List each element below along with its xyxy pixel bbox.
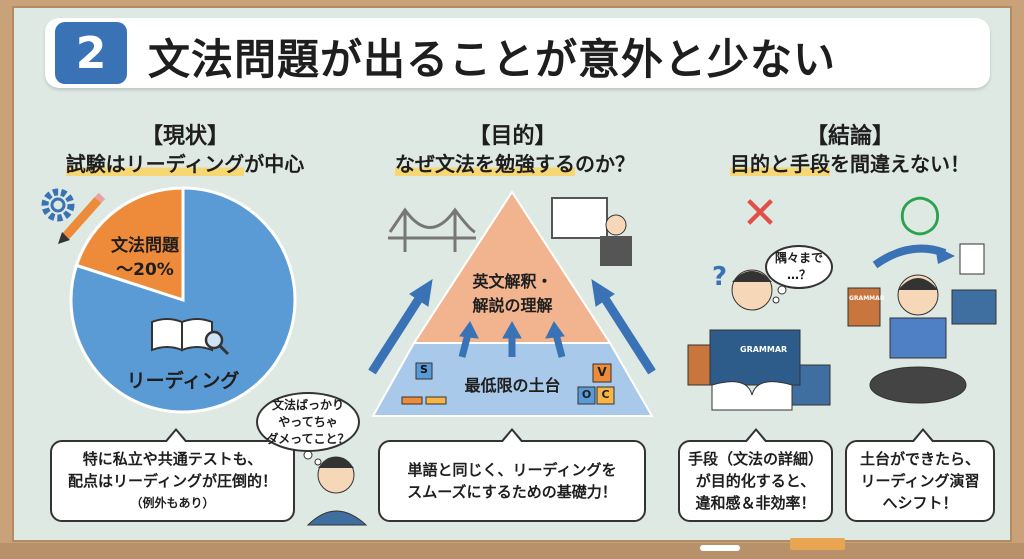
book-magnifier-icon (151, 318, 230, 356)
student-calm-illustration (847, 243, 997, 404)
pie-slice-0 (74, 186, 185, 303)
block-v: V (597, 365, 607, 379)
teacher-whiteboard-icon (551, 197, 632, 266)
marker (700, 545, 740, 551)
section-subheading-conclusion: 目的と手段を間違えない！ (730, 152, 970, 176)
explanation-bubble-current: 特に私立や共通テストも、 配点はリーディングが圧倒的！ （例外もあり） (50, 428, 295, 522)
svoc-blocks (401, 362, 615, 405)
student-stressed-illustration (687, 269, 831, 411)
grammar-book-title-good: GRAMMAR (849, 295, 885, 302)
thought-bubble-conclusion: 隅々まで …？ (765, 245, 833, 289)
title-bar (45, 18, 990, 88)
grammar-book-title: GRAMMAR (740, 345, 788, 354)
pie-label-grammar: 文法問題〜20% (111, 236, 179, 280)
explanation-bubble-good: 土台ができたら、 リーディング演習 へシフト！ (845, 428, 995, 522)
circle-mark-icon: ○ (898, 183, 942, 241)
pie-label-reading: リーディング (126, 370, 240, 392)
marker-tray (0, 543, 1024, 559)
section-subheading-current: 試験はリーディングが中心 (65, 152, 305, 176)
explanation-bubble-bad: 手段（文法の詳細） が目的化すると、 違和感＆非効率！ (678, 428, 833, 522)
block-o: O (581, 388, 592, 401)
block-s: S (420, 363, 428, 376)
pyramid-top-label: 英文解釈・解説の理解 (472, 272, 553, 315)
section-heading-purpose: 【目的】 (468, 124, 557, 149)
pie-slice-1 (69, 186, 297, 414)
pencil-icon (58, 192, 106, 244)
page-title: 文法問題が出ることが意外と少ない (148, 35, 837, 84)
thinking-man-illustration (306, 456, 368, 526)
block-c: C (601, 388, 610, 401)
section-heading-conclusion: 【結論】 (805, 124, 894, 149)
question-mark-icon: ? (712, 262, 727, 292)
pie-chart (69, 186, 297, 414)
bridge-icon (388, 207, 476, 252)
eraser (790, 538, 845, 550)
pyramid-base-label: 最低限の土台 (464, 376, 561, 395)
section-subheading-purpose: なぜ文法を勉強するのか？ (395, 152, 635, 176)
gear-icon (41, 188, 75, 222)
cross-mark-icon: ✕ (741, 188, 779, 239)
up-arrows (368, 278, 656, 375)
section-heading-current: 【現状】 (140, 124, 229, 149)
thought-bubble-current: 文法ばっかり やってちゃ ダメってこと？ (256, 392, 360, 452)
explanation-bubble-purpose: 単語と同じく、リーディングを スムーズにするための基礎力！ (378, 428, 646, 522)
section-number-badge: 2 (55, 22, 127, 84)
